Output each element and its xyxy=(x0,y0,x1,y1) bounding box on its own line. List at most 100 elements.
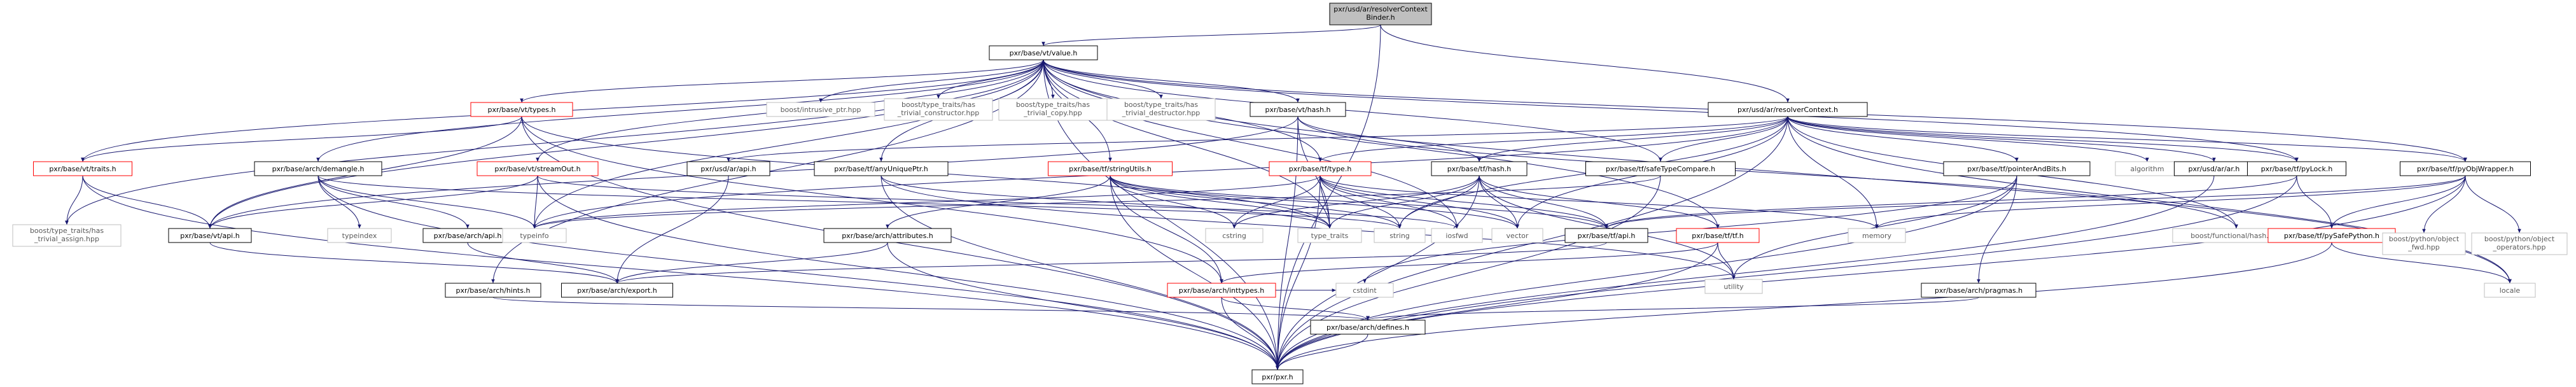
node-label: boost/type_traits/has xyxy=(902,101,975,109)
node-label: cstring xyxy=(1222,232,1246,240)
node-traits[interactable]: pxr/base/vt/traits.h xyxy=(33,161,132,176)
node-label: pxr/base/vt/traits.h xyxy=(49,165,116,173)
edge-defines-to-pxr xyxy=(1276,334,1368,370)
edge-pyObjWrapper-to-pySafePython xyxy=(2330,175,2466,229)
node-label: boost/type_traits/has xyxy=(30,227,104,235)
node-tfhash[interactable]: pxr/base/tf/hash.h xyxy=(1431,161,1528,176)
node-tfapi[interactable]: pxr/base/tf/api.h xyxy=(1564,228,1648,243)
edge-types-to-pxr xyxy=(521,116,1279,370)
node-safeTypeCompare[interactable]: pxr/base/tf/safeTypeCompare.h xyxy=(1585,161,1736,176)
node-box xyxy=(477,161,599,176)
node-label: boost/type_traits/has xyxy=(1016,101,1090,109)
edge-tfapi-to-archexport xyxy=(615,242,1607,284)
node-box xyxy=(561,283,673,298)
node-streamOut[interactable]: pxr/base/vt/streamOut.h xyxy=(477,161,599,176)
node-label: pxr/usd/ar/resolverContext xyxy=(1333,5,1428,13)
node-label: pxr/base/tf/pyObjWrapper.h xyxy=(2417,165,2514,173)
node-box xyxy=(1676,228,1760,243)
node-typeTraitsAssign: boost/type_traits/has_trivial_assign.hpp xyxy=(12,224,122,247)
node-label: boost/intrusive_ptr.hpp xyxy=(781,106,861,114)
edge-resolverContext-to-locale xyxy=(1787,116,2512,284)
node-pxr[interactable]: pxr/pxr.h xyxy=(1251,369,1304,384)
node-label: locale xyxy=(2500,286,2521,295)
node-hints[interactable]: pxr/base/arch/hints.h xyxy=(445,283,541,298)
edge-inttypes-to-defines xyxy=(1221,297,1370,321)
node-attributes[interactable]: pxr/base/arch/attributes.h xyxy=(823,228,952,243)
node-typeindex: typeindex xyxy=(327,228,392,243)
node-vtapi[interactable]: pxr/base/vt/api.h xyxy=(168,228,252,243)
node-arh[interactable]: pxr/usd/ar/ar.h xyxy=(2174,161,2254,176)
node-box xyxy=(2484,283,2536,298)
node-box xyxy=(327,228,392,243)
node-resolverContext[interactable]: pxr/usd/ar/resolverContext.h xyxy=(1708,102,1868,117)
edge-inttypes-to-pxr xyxy=(1221,297,1279,370)
node-label: pxr/base/tf/safeTypeCompare.h xyxy=(1606,165,1715,173)
edge-attributes-to-pxr xyxy=(887,242,1279,370)
node-vthash[interactable]: pxr/base/vt/hash.h xyxy=(1250,102,1346,117)
node-pointerAndBits[interactable]: pxr/base/tf/pointerAndBits.h xyxy=(1943,161,2091,176)
edge-pyLock-to-tfapi xyxy=(1605,175,2297,229)
node-label: boost/type_traits/has xyxy=(1124,101,1198,109)
edge-resolverContext-to-tftype xyxy=(1318,116,1788,162)
node-box xyxy=(1943,161,2091,176)
node-label: algorithm xyxy=(2130,165,2164,173)
node-box xyxy=(686,161,770,176)
edge-tftype-to-pxr xyxy=(1276,175,1321,370)
edge-value-to-types xyxy=(520,59,1044,103)
node-box xyxy=(2247,161,2346,176)
node-label: cstdint xyxy=(1353,286,1377,295)
node-tftype[interactable]: pxr/base/tf/type.h xyxy=(1269,161,1372,176)
node-label: pxr/pxr.h xyxy=(1262,373,1293,381)
edge-value-to-vtapi xyxy=(208,59,1044,229)
node-trivdtor: boost/type_traits/has_trivial_destructor… xyxy=(1106,98,1216,121)
edge-streamOut-to-vtapi xyxy=(208,175,538,229)
node-pySafePython[interactable]: pxr/base/tf/pySafePython.h xyxy=(2267,228,2396,243)
edge-demangle-to-archapi xyxy=(317,175,470,229)
node-box xyxy=(1250,102,1346,117)
node-defines[interactable]: pxr/base/arch/defines.h xyxy=(1310,320,1426,335)
node-label: pxr/base/tf/pointerAndBits.h xyxy=(1967,165,2066,173)
node-archapi[interactable]: pxr/base/arch/api.h xyxy=(422,228,513,243)
node-box xyxy=(12,224,122,247)
node-box xyxy=(1848,228,1906,243)
edge-value-to-typeTraitsAssign xyxy=(65,59,1044,225)
edge-attributes-to-archexport xyxy=(615,242,888,284)
node-label: iosfwd xyxy=(1445,232,1468,240)
node-stringUtils[interactable]: pxr/base/tf/stringUtils.h xyxy=(1048,161,1173,176)
edge-resolverContext-to-tfhash xyxy=(1477,116,1788,162)
node-anyUnique[interactable]: pxr/base/tf/anyUniquePtr.h xyxy=(814,161,949,176)
node-algorithm: algorithm xyxy=(2115,161,2180,176)
node-pragmas[interactable]: pxr/base/arch/pragmas.h xyxy=(1921,283,2036,298)
edge-stringUtils-to-typetraits xyxy=(1110,175,1332,229)
node-box xyxy=(884,98,993,121)
node-box xyxy=(1269,161,1372,176)
edge-archapi-to-archexport xyxy=(467,242,619,284)
node-arapi[interactable]: pxr/usd/ar/api.h xyxy=(686,161,770,176)
edge-pragmas-to-defines xyxy=(1366,297,1979,321)
node-label: _trivial_destructor.hpp xyxy=(1122,109,1201,117)
edge-tftype-to-typetraits xyxy=(1319,175,1332,229)
node-demangle[interactable]: pxr/base/arch/demangle.h xyxy=(254,161,382,176)
node-box xyxy=(766,102,875,117)
node-box xyxy=(168,228,252,243)
edge-stringUtils-to-pxr xyxy=(1110,175,1279,370)
edge-resolverContext-to-pyLock xyxy=(1787,116,2299,162)
node-types[interactable]: pxr/base/vt/types.h xyxy=(470,102,573,117)
node-pyLock[interactable]: pxr/base/tf/pyLock.h xyxy=(2247,161,2346,176)
node-pyObjWrapper[interactable]: pxr/base/tf/pyObjWrapper.h xyxy=(2400,161,2531,176)
node-label: boost/python/object xyxy=(2484,235,2555,243)
node-value[interactable]: pxr/base/vt/value.h xyxy=(989,45,1098,60)
edge-arh-to-pxr xyxy=(1276,175,2215,370)
node-archexport[interactable]: pxr/base/arch/export.h xyxy=(561,283,673,298)
edge-tftype-to-iosfwd xyxy=(1319,175,1459,229)
edge-value-to-intrusive xyxy=(819,59,1044,103)
node-inttypes[interactable]: pxr/base/arch/inttypes.h xyxy=(1167,283,1276,298)
edge-stringUtils-to-cstring xyxy=(1110,175,1236,229)
edge-traits-to-typeTraitsAssign xyxy=(65,175,83,225)
node-label: _trivial_assign.hpp xyxy=(34,235,99,243)
edge-demangle-to-string xyxy=(317,175,1402,229)
edge-root-to-pxr xyxy=(1276,24,1381,370)
edge-vthash-to-functionalHash xyxy=(1297,116,2238,229)
node-tfh[interactable]: pxr/base/tf/tf.h xyxy=(1676,228,1760,243)
